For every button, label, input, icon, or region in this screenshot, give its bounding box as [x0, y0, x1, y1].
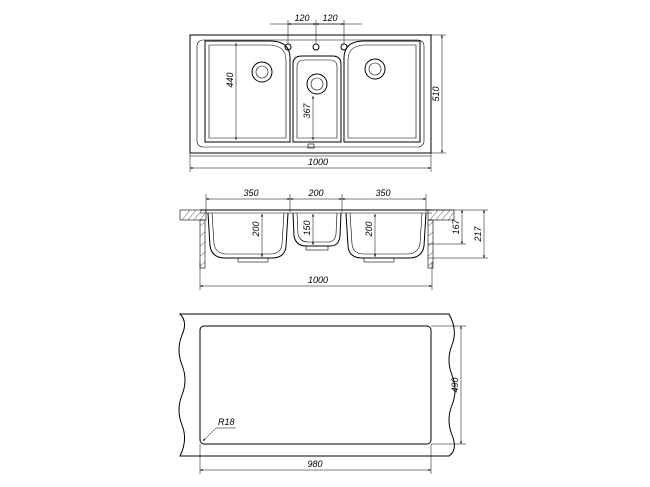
dim-center-bowl-width: 200: [307, 188, 323, 198]
dim-total-height: 217: [473, 226, 483, 243]
dim-center-bowl-height: 150: [302, 220, 312, 235]
right-drain: [364, 58, 386, 80]
center-bowl: [292, 55, 342, 143]
dim-cutout-height: 490: [450, 377, 460, 392]
tap-hole: [312, 43, 320, 51]
dim-overall-depth: 510: [431, 86, 441, 101]
dim-overall-width-section: 1000: [308, 275, 328, 285]
dim-right-bowl-height: 200: [364, 221, 374, 237]
left-bowl: [204, 40, 291, 143]
cutout-opening: [199, 325, 432, 445]
left-bowl-section: [207, 212, 289, 259]
dim-left-bowl-width: 350: [243, 188, 258, 198]
dim-corner-radius: R18: [218, 417, 235, 427]
dim-hole-spacing-left: 120: [294, 13, 309, 23]
sink-outline: [189, 34, 432, 154]
dim-cutout-width: 980: [307, 459, 322, 469]
left-drain: [251, 61, 273, 83]
cutout-view: R18 490 980: [178, 313, 466, 474]
tap-hole: [340, 43, 348, 51]
center-drain: [306, 73, 328, 95]
countertop-outline: [178, 313, 456, 457]
center-bowl-section: [292, 212, 342, 247]
top-view: 120 120 440 367 510 1000: [189, 13, 446, 172]
dim-left-bowl-depth: 440: [225, 72, 235, 87]
dim-left-bowl-height: 200: [251, 221, 261, 237]
dim-center-bowl-depth: 367: [302, 103, 312, 119]
dim-hole-spacing-right: 120: [322, 13, 337, 23]
right-bowl: [343, 40, 421, 143]
dim-right-bowl-width: 350: [375, 188, 390, 198]
section-view: 350 200 350 200 150 200 167 217 1000: [179, 188, 488, 290]
dim-inner-height: 167: [451, 219, 461, 235]
right-bowl-section: [345, 212, 427, 259]
dim-overall-width-top: 1000: [308, 157, 328, 167]
